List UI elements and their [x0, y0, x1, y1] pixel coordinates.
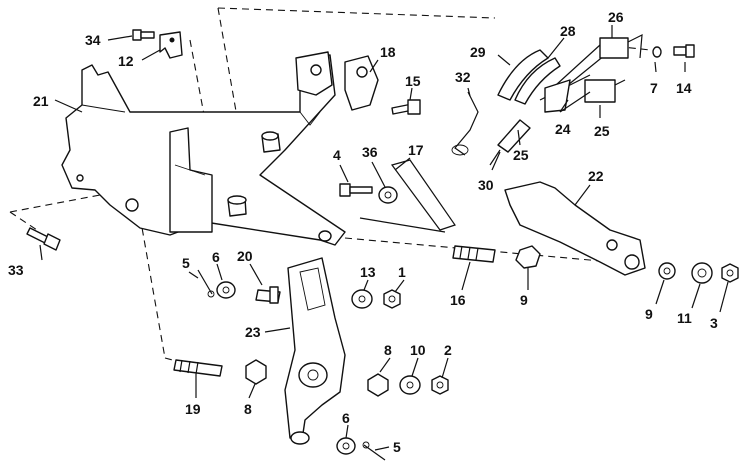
callout-20: 20 [237, 248, 253, 264]
callout-24: 24 [555, 121, 571, 137]
part-26-switch [599, 33, 643, 59]
part-25-switch [584, 79, 626, 103]
callout-7: 7 [650, 80, 658, 96]
part-2-nut [431, 375, 449, 395]
callout-14: 14 [676, 80, 692, 96]
part-8-nut-lower-right [367, 373, 389, 397]
callout-2: 2 [444, 342, 452, 358]
callout-3: 3 [710, 315, 718, 331]
part-19-stud [173, 359, 223, 377]
callout-25-cable: 25 [513, 147, 529, 163]
part-11-washer [691, 262, 713, 284]
callout-22: 22 [588, 168, 604, 184]
part-9-nut-right [658, 262, 676, 280]
part-9-nut-center [515, 245, 541, 269]
part-5-pin-upper [197, 269, 215, 298]
part-32-spring-clip [451, 91, 479, 156]
part-13-washer [351, 289, 373, 309]
part-17-spring [359, 159, 456, 233]
callout-8-left: 8 [244, 401, 252, 417]
callout-32: 32 [455, 69, 471, 85]
part-4-bolt [339, 183, 373, 197]
part-8-nut-lower-left [245, 359, 267, 385]
callout-33: 33 [8, 262, 24, 278]
callout-10: 10 [410, 342, 426, 358]
part-12-clip [159, 31, 183, 59]
callout-17: 17 [408, 142, 424, 158]
callout-29: 29 [470, 44, 486, 60]
part-36-washer [378, 186, 398, 204]
callout-6-upper: 6 [212, 249, 220, 265]
part-5-pin-lower [362, 441, 386, 461]
part-34-screw [132, 29, 155, 41]
callout-19: 19 [185, 401, 201, 417]
callout-13: 13 [360, 264, 376, 280]
part-6-washer-upper [216, 281, 236, 299]
callout-8-right: 8 [384, 342, 392, 358]
callout-34: 34 [85, 32, 101, 48]
part-1-nut [383, 289, 401, 309]
callout-21: 21 [33, 93, 49, 109]
callout-25-switch: 25 [594, 123, 610, 139]
callout-28: 28 [560, 23, 576, 39]
callout-9-center: 9 [520, 292, 528, 308]
callout-18: 18 [380, 44, 396, 60]
part-7-washer [652, 46, 662, 58]
callout-1: 1 [398, 264, 406, 280]
callout-12: 12 [118, 53, 134, 69]
callout-9-right: 9 [645, 306, 653, 322]
part-10-washer [399, 375, 421, 395]
callout-16: 16 [450, 292, 466, 308]
part-22-lever [504, 181, 646, 276]
part-21-mounting-bracket [61, 54, 346, 246]
callout-5-lower: 5 [393, 439, 401, 455]
callout-30: 30 [478, 177, 494, 193]
part-6-washer-lower [336, 437, 356, 455]
part-16-stud [452, 245, 496, 263]
part-30-sensor [489, 119, 531, 166]
part-33-bolt [26, 227, 61, 251]
callout-labels: 34 12 21 18 15 29 28 26 7 14 32 24 25 25… [8, 9, 718, 455]
callout-5-upper: 5 [182, 255, 190, 271]
part-20-pin [255, 286, 281, 304]
part-18-bracket [295, 51, 379, 111]
callout-6-lower: 6 [342, 410, 350, 426]
callout-36: 36 [362, 144, 378, 160]
callout-26: 26 [608, 9, 624, 25]
part-3-nut [721, 263, 739, 283]
part-28-29-cable-harness [497, 44, 606, 113]
leader-lines [39, 25, 729, 451]
callout-23: 23 [245, 324, 261, 340]
callout-4: 4 [333, 147, 341, 163]
part-14-screw [673, 44, 695, 58]
part-15-bolt [391, 99, 421, 115]
part-23-lever-arm [284, 257, 346, 445]
callout-15: 15 [405, 73, 421, 89]
callout-11: 11 [677, 310, 692, 326]
